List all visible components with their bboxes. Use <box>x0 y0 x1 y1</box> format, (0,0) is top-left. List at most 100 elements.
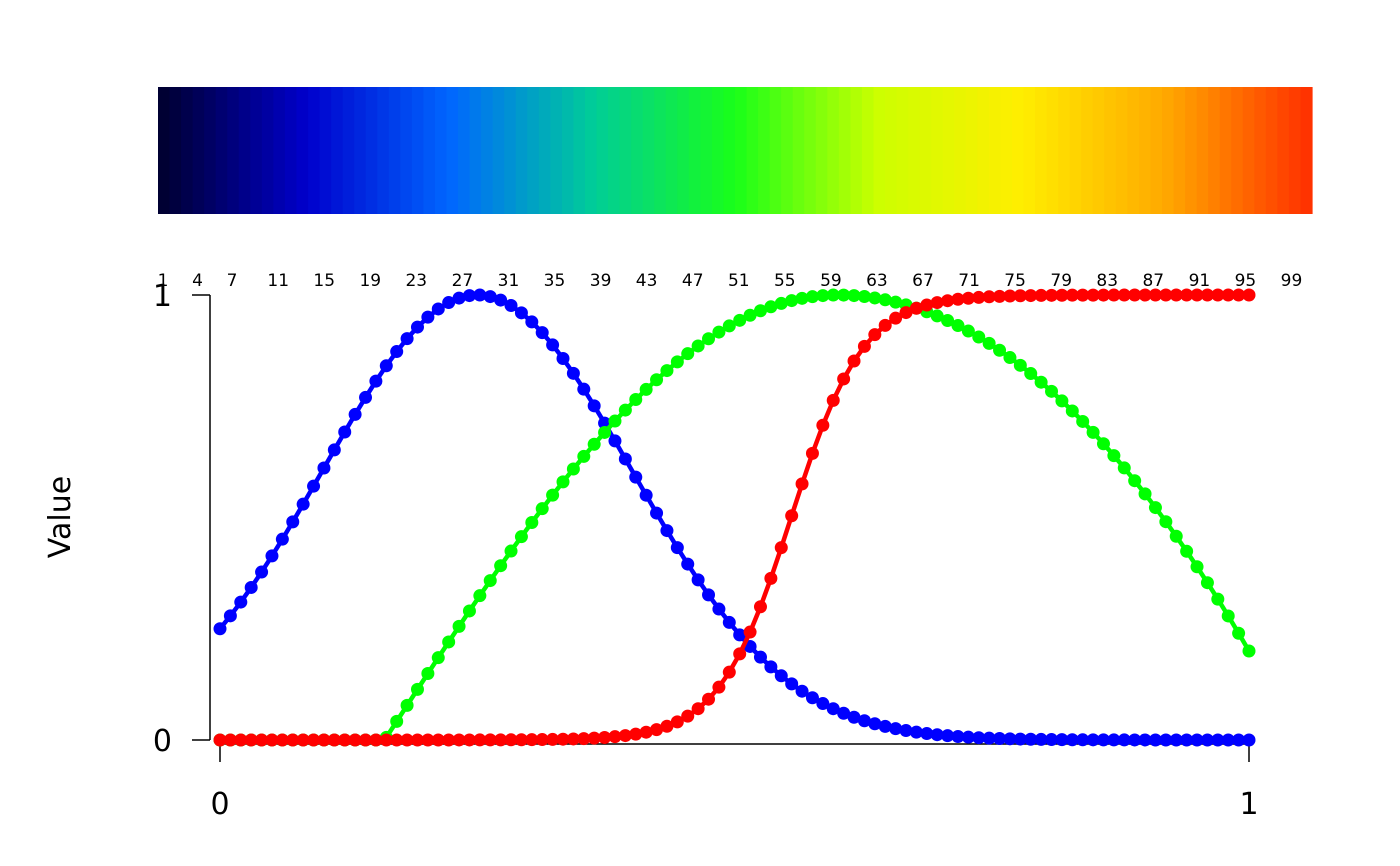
data-point <box>639 725 653 739</box>
data-point <box>307 479 321 493</box>
data-point <box>1221 733 1235 747</box>
color-index-label: 39 <box>590 271 612 291</box>
data-point <box>847 710 861 724</box>
color-band <box>665 87 678 214</box>
color-band <box>1242 87 1255 214</box>
color-band <box>169 87 182 214</box>
data-point <box>223 609 237 623</box>
color-band <box>411 87 425 214</box>
data-point <box>889 722 903 736</box>
data-point <box>1003 732 1017 746</box>
data-point <box>452 291 466 305</box>
color-band <box>1058 87 1071 214</box>
data-point <box>1034 375 1048 389</box>
data-point <box>691 339 705 353</box>
color-band <box>977 87 990 214</box>
data-point <box>1096 437 1110 451</box>
data-point <box>462 733 476 747</box>
data-point <box>317 461 331 475</box>
color-band <box>1277 87 1290 214</box>
data-point <box>785 509 799 523</box>
data-point <box>826 288 840 302</box>
data-point <box>618 452 632 466</box>
data-point <box>286 515 300 529</box>
data-point <box>774 669 788 683</box>
data-point <box>753 304 767 318</box>
data-point <box>473 589 487 603</box>
data-point <box>712 325 726 339</box>
color-band <box>204 87 217 214</box>
data-point <box>244 580 258 594</box>
data-point <box>1169 288 1183 302</box>
data-point <box>1096 733 1110 747</box>
data-point <box>972 290 986 304</box>
data-point <box>535 733 549 747</box>
data-point <box>785 677 799 691</box>
data-point <box>1065 404 1079 418</box>
data-point <box>1221 288 1235 302</box>
data-point <box>410 682 424 696</box>
data-point <box>327 733 341 747</box>
data-point <box>504 544 518 558</box>
data-point <box>421 666 435 680</box>
color-band <box>365 87 378 214</box>
y-tick-label-1: 1 <box>153 279 172 314</box>
data-point <box>951 319 965 333</box>
color-band <box>1265 87 1278 214</box>
color-band <box>700 87 713 214</box>
color-index-label: 75 <box>1004 271 1026 291</box>
color-index-label: 91 <box>1189 271 1211 291</box>
data-point <box>889 295 903 309</box>
data-point <box>847 289 861 303</box>
data-point <box>223 733 237 747</box>
color-band <box>1081 87 1094 214</box>
data-point <box>608 414 622 428</box>
color-index-label: 43 <box>636 271 658 291</box>
data-point <box>369 374 383 388</box>
data-point <box>1013 732 1027 746</box>
data-point <box>483 574 497 588</box>
data-point <box>1034 732 1048 746</box>
color-band <box>423 87 436 214</box>
data-point <box>764 571 778 585</box>
data-point <box>1034 288 1048 302</box>
data-point <box>1055 288 1069 302</box>
data-point <box>722 615 736 629</box>
data-point <box>909 725 923 739</box>
data-point <box>660 524 674 538</box>
data-point <box>1086 425 1100 439</box>
data-point <box>390 733 404 747</box>
data-point <box>868 328 882 342</box>
color-index-label: 67 <box>912 271 934 291</box>
data-point <box>1190 733 1204 747</box>
data-point <box>972 330 986 344</box>
color-band <box>446 87 459 214</box>
data-point <box>1107 449 1121 463</box>
color-band <box>481 87 494 214</box>
data-point <box>618 729 632 743</box>
data-point <box>1242 288 1256 302</box>
data-point <box>951 292 965 306</box>
color-band <box>1219 87 1232 214</box>
data-point <box>587 399 601 413</box>
data-point <box>317 733 331 747</box>
data-point <box>462 289 476 303</box>
color-band <box>181 87 194 214</box>
data-point <box>390 714 404 728</box>
data-point <box>577 449 591 463</box>
color-band <box>619 87 632 214</box>
data-point <box>1055 733 1069 747</box>
color-index-label: 15 <box>313 271 335 291</box>
data-point <box>338 425 352 439</box>
data-point <box>993 289 1007 303</box>
data-point <box>660 719 674 733</box>
color-band <box>458 87 471 214</box>
data-point <box>1159 733 1173 747</box>
data-point <box>1013 358 1027 372</box>
color-index-label: 71 <box>958 271 980 291</box>
data-point <box>857 714 871 728</box>
data-point <box>1180 544 1194 558</box>
data-point <box>421 733 435 747</box>
data-point <box>431 733 445 747</box>
